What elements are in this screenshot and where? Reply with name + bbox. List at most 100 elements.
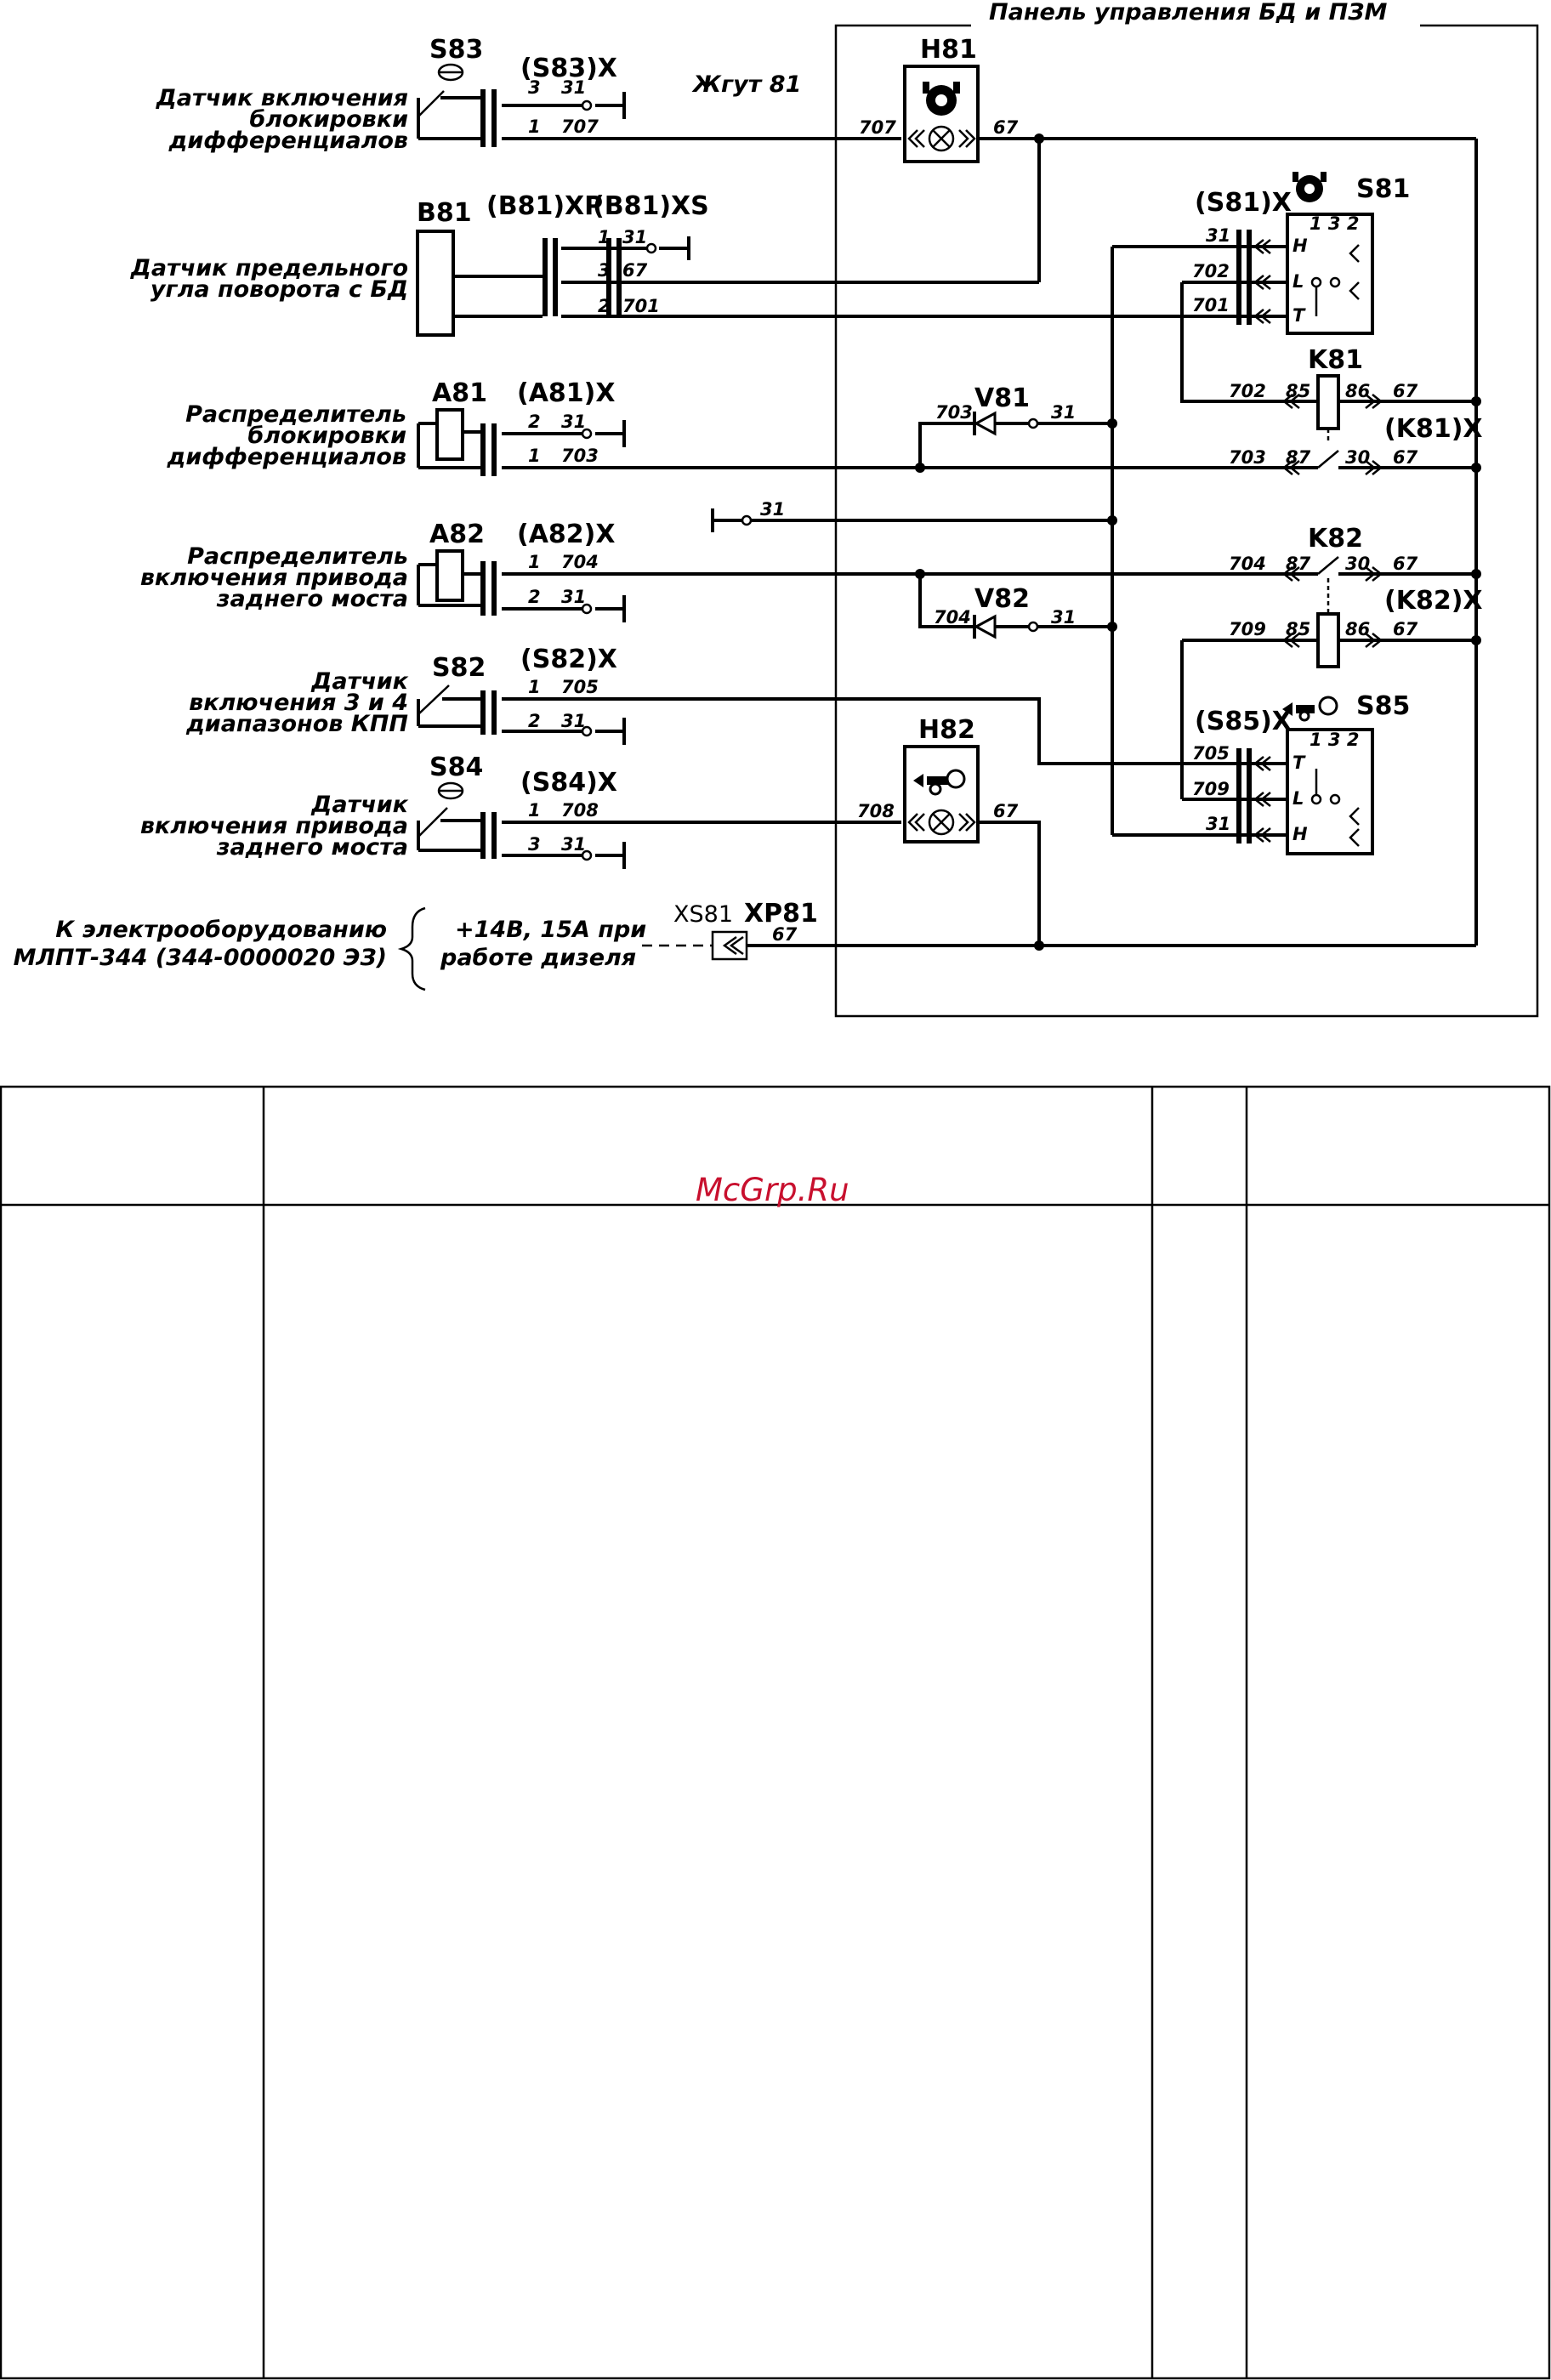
pin: H	[1292, 236, 1308, 256]
s85-body	[1286, 728, 1374, 855]
xp81-ref: XP81	[744, 899, 818, 929]
v81-ref: V81	[974, 383, 1030, 413]
h82-lamp-group: H82 708 67	[857, 715, 1041, 946]
power-label-1: +14В, 15А при	[455, 917, 646, 943]
differential-lock-icon	[923, 82, 960, 116]
pin: 709	[1229, 619, 1266, 639]
s81-switch-group: (S81)X S81 1 3 2 31 702 701 H L T	[1180, 172, 1410, 403]
s85-switch-group: (S85)X S85 1 3 2 705 709 31 T L H	[1180, 640, 1410, 855]
s85-ref: S85	[1356, 691, 1410, 721]
a81-coil	[435, 408, 464, 461]
h82-lamp-icon	[928, 809, 955, 836]
s81-body	[1286, 213, 1374, 335]
pin: 1	[528, 116, 541, 137]
pin: 705	[561, 677, 599, 697]
a81-ref: A81	[432, 378, 487, 408]
pin: 3	[598, 260, 611, 281]
pin: T	[1292, 305, 1306, 326]
a82-valve-group: A82 (A82)X 1 704 2 31	[417, 520, 1267, 622]
s84-sensor-group: S84 (S84)X 1 708 3 31	[417, 753, 901, 869]
a81x-ref: (A81)X	[517, 378, 616, 408]
pin: 1 3 2	[1310, 730, 1359, 750]
pin: 67	[1393, 447, 1418, 468]
pin: L	[1292, 271, 1304, 292]
pin: 31	[561, 77, 586, 98]
pin: 703	[561, 446, 599, 466]
left-labels: Датчик включения блокировки дифференциал…	[14, 85, 646, 991]
pin: 67	[1393, 619, 1418, 639]
pin: 708	[561, 800, 599, 821]
stamp-table: McGrp.Ru	[0, 1085, 1551, 2380]
pin: 1	[528, 800, 541, 821]
k82-coil	[1316, 612, 1340, 668]
pin: 709	[1192, 779, 1230, 799]
pin: 708	[857, 801, 895, 821]
pin: 3	[528, 77, 541, 98]
a82-ref: A82	[429, 520, 485, 549]
k81x-ref: (K81)X	[1384, 414, 1483, 444]
s84-label-3: заднего моста	[216, 834, 408, 861]
b81xp-ref: (B81)XP	[486, 191, 603, 221]
s84x-ref: (S84)X	[520, 768, 617, 798]
h82-ref: H82	[918, 715, 975, 745]
a82-coil	[435, 549, 464, 602]
pin: 704	[934, 607, 971, 628]
s82-label-1: Датчик	[310, 668, 408, 695]
a81-label-2: блокировки	[247, 423, 406, 449]
v82-ref: V82	[974, 584, 1030, 614]
a82x-ref: (A82)X	[517, 520, 616, 549]
s85x-ref: (S85)X	[1195, 707, 1292, 736]
k82-ref: K82	[1308, 524, 1363, 554]
pin: 701	[622, 296, 660, 316]
h82-body	[903, 745, 980, 844]
s82x-ref: (S82)X	[520, 645, 617, 674]
s83x-ref: (S83)X	[520, 54, 617, 83]
s82-label-2: включения 3 и 4	[189, 690, 408, 716]
pin: 2	[528, 412, 541, 432]
a82-label-1: Распределитель	[187, 543, 408, 570]
s84-label-2: включения привода	[140, 813, 408, 839]
pin: 701	[1192, 295, 1230, 315]
differential-lock-icon	[1292, 172, 1327, 202]
s82-sensor-group: S82 (S82)X 1 705 2 31	[417, 645, 1275, 765]
pin: 86	[1345, 619, 1370, 639]
a81-label-3: дифференциалов	[167, 444, 406, 470]
pin: 702	[1192, 261, 1230, 281]
b81-ref: B81	[417, 198, 472, 228]
pin: T	[1292, 753, 1306, 773]
pin: 31	[561, 834, 586, 855]
pin: 31	[622, 227, 647, 247]
pin: 31	[760, 499, 785, 520]
pin: 86	[1345, 381, 1370, 401]
pin: 67	[1393, 381, 1418, 401]
pin: 67	[993, 801, 1019, 821]
k81-relay-group: K81 702 85 86 67 (K81)X 703 87 30 67	[1229, 345, 1483, 475]
h81-ref: H81	[920, 35, 977, 65]
pin: 1 3 2	[1310, 213, 1359, 234]
k82x-ref: (K82)X	[1384, 586, 1483, 616]
b81-label-2: угла поворота с БД	[151, 276, 408, 303]
s83-sensor-group: S83 (S83)X 3 31 1 707	[417, 35, 901, 147]
control-panel-frame: Панель управления БД и ПЗМ Жгут 81	[691, 0, 1539, 1018]
ext-label-1: К электрооборудованию	[55, 917, 387, 943]
pin: 1	[598, 227, 611, 247]
a81-valve-group: A81 (A81)X 2 31 1 703	[417, 378, 1267, 476]
pin: 67	[772, 924, 798, 945]
tractor-rear-axle-icon	[913, 769, 966, 796]
pin: 31	[561, 587, 586, 607]
watermark: McGrp.Ru	[696, 1172, 849, 1208]
k81-ref: K81	[1308, 345, 1363, 375]
pin: 30	[1345, 554, 1370, 574]
b81xs-ref: (B81)XS	[593, 191, 709, 221]
s82-label-3: диапазонов КПП	[185, 711, 408, 737]
s81x-ref: (S81)X	[1195, 188, 1292, 218]
power-label-2: работе дизеля	[440, 945, 636, 971]
pin: 2	[528, 587, 541, 607]
s83-ref: S83	[429, 35, 483, 65]
pin: 703	[1229, 447, 1266, 468]
pin: 31	[561, 711, 586, 731]
h81-lamp-group: H81 707 67	[859, 35, 1476, 163]
pin: 3	[528, 834, 541, 855]
pin: 31	[561, 412, 586, 432]
k82-relay-group: K82 704 87 30 67 (K82)X 709 85 86 67	[1182, 524, 1483, 668]
